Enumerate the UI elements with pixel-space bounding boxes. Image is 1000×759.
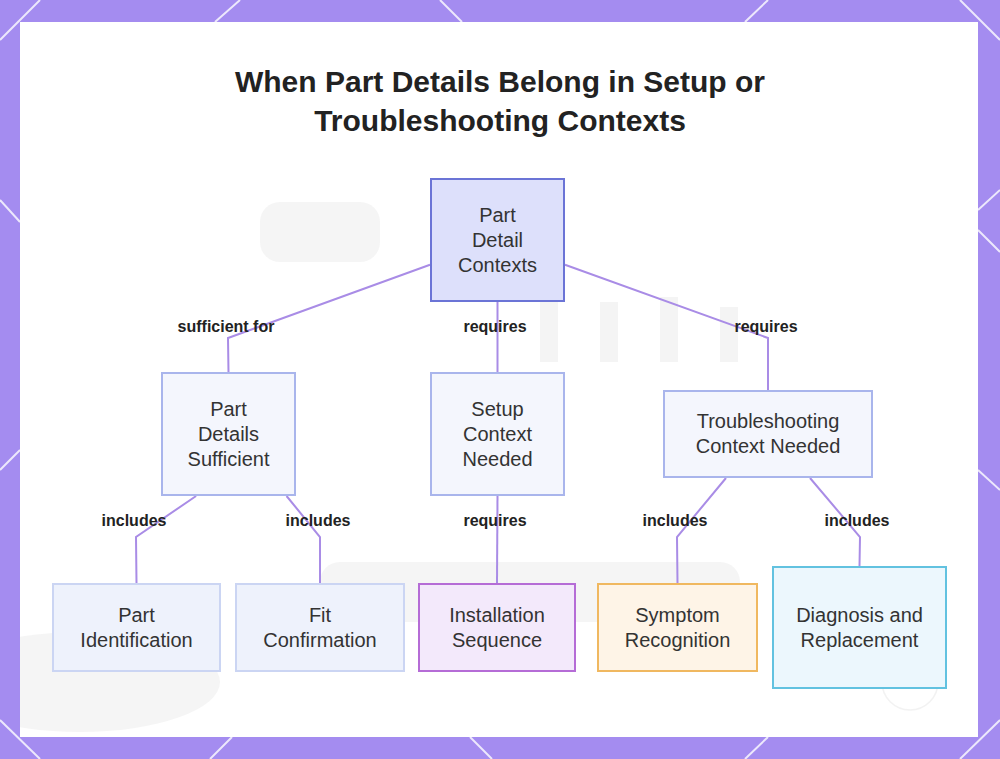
- node-label: Part Details Sufficient: [183, 397, 274, 472]
- node-label: Installation Sequence: [434, 603, 560, 653]
- node-text-group: Symptom Recognition: [613, 603, 742, 653]
- concept-box: Part Details Sufficient: [161, 372, 296, 496]
- node-label: Part Identification: [68, 603, 205, 653]
- node-label: Part Detail Contexts: [454, 203, 541, 278]
- concept-box: Setup Context Needed: [430, 372, 565, 496]
- node-text-group: Troubleshooting Context Needed: [679, 409, 857, 459]
- edge-label: requires: [463, 318, 526, 336]
- edge-label: sufficient for: [178, 318, 275, 336]
- connector-line: [496, 496, 499, 583]
- concept-box: Part Identification: [52, 583, 221, 672]
- node-label: Fit Confirmation: [251, 603, 389, 653]
- connector-line: [677, 478, 726, 583]
- edge-label: requires: [463, 512, 526, 530]
- node-text-group: Fit Confirmation: [251, 603, 389, 653]
- concept-box: Symptom Recognition: [597, 583, 758, 672]
- node-text-group: Part Detail Contexts: [454, 203, 541, 278]
- edge-label: includes: [643, 512, 708, 530]
- node-text-group: Installation Sequence: [434, 603, 560, 653]
- edge-label: includes: [286, 512, 351, 530]
- node-text-group: Part Details Sufficient: [183, 397, 274, 472]
- edge-label: includes: [102, 512, 167, 530]
- node-label: Symptom Recognition: [613, 603, 742, 653]
- connector-line: [136, 496, 196, 583]
- node-text-group: Part Identification: [68, 603, 205, 653]
- node-label: Troubleshooting Context Needed: [679, 409, 857, 459]
- node-label: Diagnosis and Replacement: [788, 603, 931, 653]
- diagram-title: When Part Details Belong in Setup or Tro…: [190, 62, 810, 140]
- edge-label: requires: [734, 318, 797, 336]
- concept-box: Diagnosis and Replacement: [772, 566, 947, 689]
- connector-line: [497, 302, 499, 372]
- concept-box: Troubleshooting Context Needed: [663, 390, 873, 478]
- concept-box: Installation Sequence: [418, 583, 576, 672]
- node-text-group: Diagnosis and Replacement: [788, 603, 931, 653]
- concept-box: Fit Confirmation: [235, 583, 405, 672]
- edge-label: includes: [825, 512, 890, 530]
- connector-line: [287, 496, 320, 583]
- node-label: Setup Context Needed: [452, 397, 543, 472]
- concept-box: Part Detail Contexts: [430, 178, 565, 302]
- node-text-group: Setup Context Needed: [452, 397, 543, 472]
